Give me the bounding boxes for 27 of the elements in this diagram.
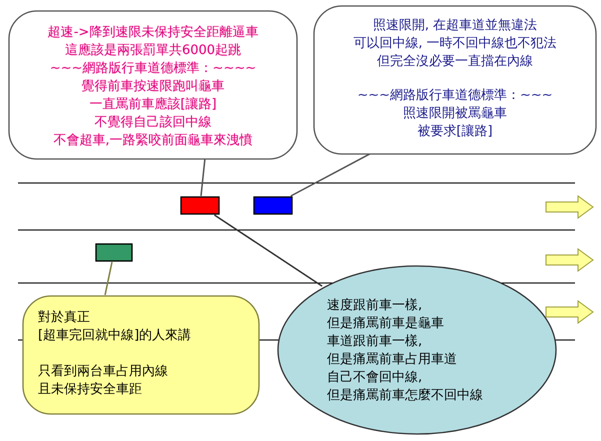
leader-line [200,158,206,196]
bubble-text: 但完全沒必要一直擋在內線 [377,53,533,71]
bubble-text: 只看到兩台車占用內線 [38,363,168,381]
bubble-text: 對於真正 [38,309,90,327]
bubble-text: 覺得前車按速限跑叫龜車 [82,78,224,96]
bubble-text: ~~~網路版行車道德標準：~~~~ [50,60,256,78]
leader-line [290,153,370,197]
bubble-text: 不覺得自己該回中線 [94,114,212,132]
bubble-text: 照速限開被罵龜車 [403,105,507,123]
bubble-text: ~~~網路版行車道德標準：~~~ [357,87,553,105]
bubble-text: 但是痛罵前車占用車道 [327,351,457,369]
bubble-text: 可以回中線, 一時不回中線也不犯法 [353,35,557,53]
bubble-text: 速度跟前車一樣, [327,297,422,315]
bubble-text: 自己不會回中線, [327,369,422,387]
bubble-text: 不會超車,一路緊咬前面龜車來洩憤 [53,132,253,150]
bubble-text: 被要求[讓路] [417,123,493,141]
bubble-text: 照速限開, 在超車道並無違法 [372,17,538,35]
bubble-text: 這應該是兩張罰單共6000起跳 [64,42,242,60]
leader-line [104,262,113,296]
bubble-text: 車道跟前車一樣, [327,333,422,351]
bubble-text: 但是痛罵前車是龜車 [327,315,444,333]
bubble-text: 超速->降到速限未保持安全距離逼車 [48,24,258,42]
bubble-text: 且未保持安全車距 [38,381,142,399]
bubble-text: 但是痛罵前車怎麼不回中線 [327,387,483,405]
bubble-text: [超車完回就中線]的人來講 [38,327,192,345]
leader-line [214,214,322,287]
bubble-text: 一直罵前車應該[讓路] [89,96,217,114]
